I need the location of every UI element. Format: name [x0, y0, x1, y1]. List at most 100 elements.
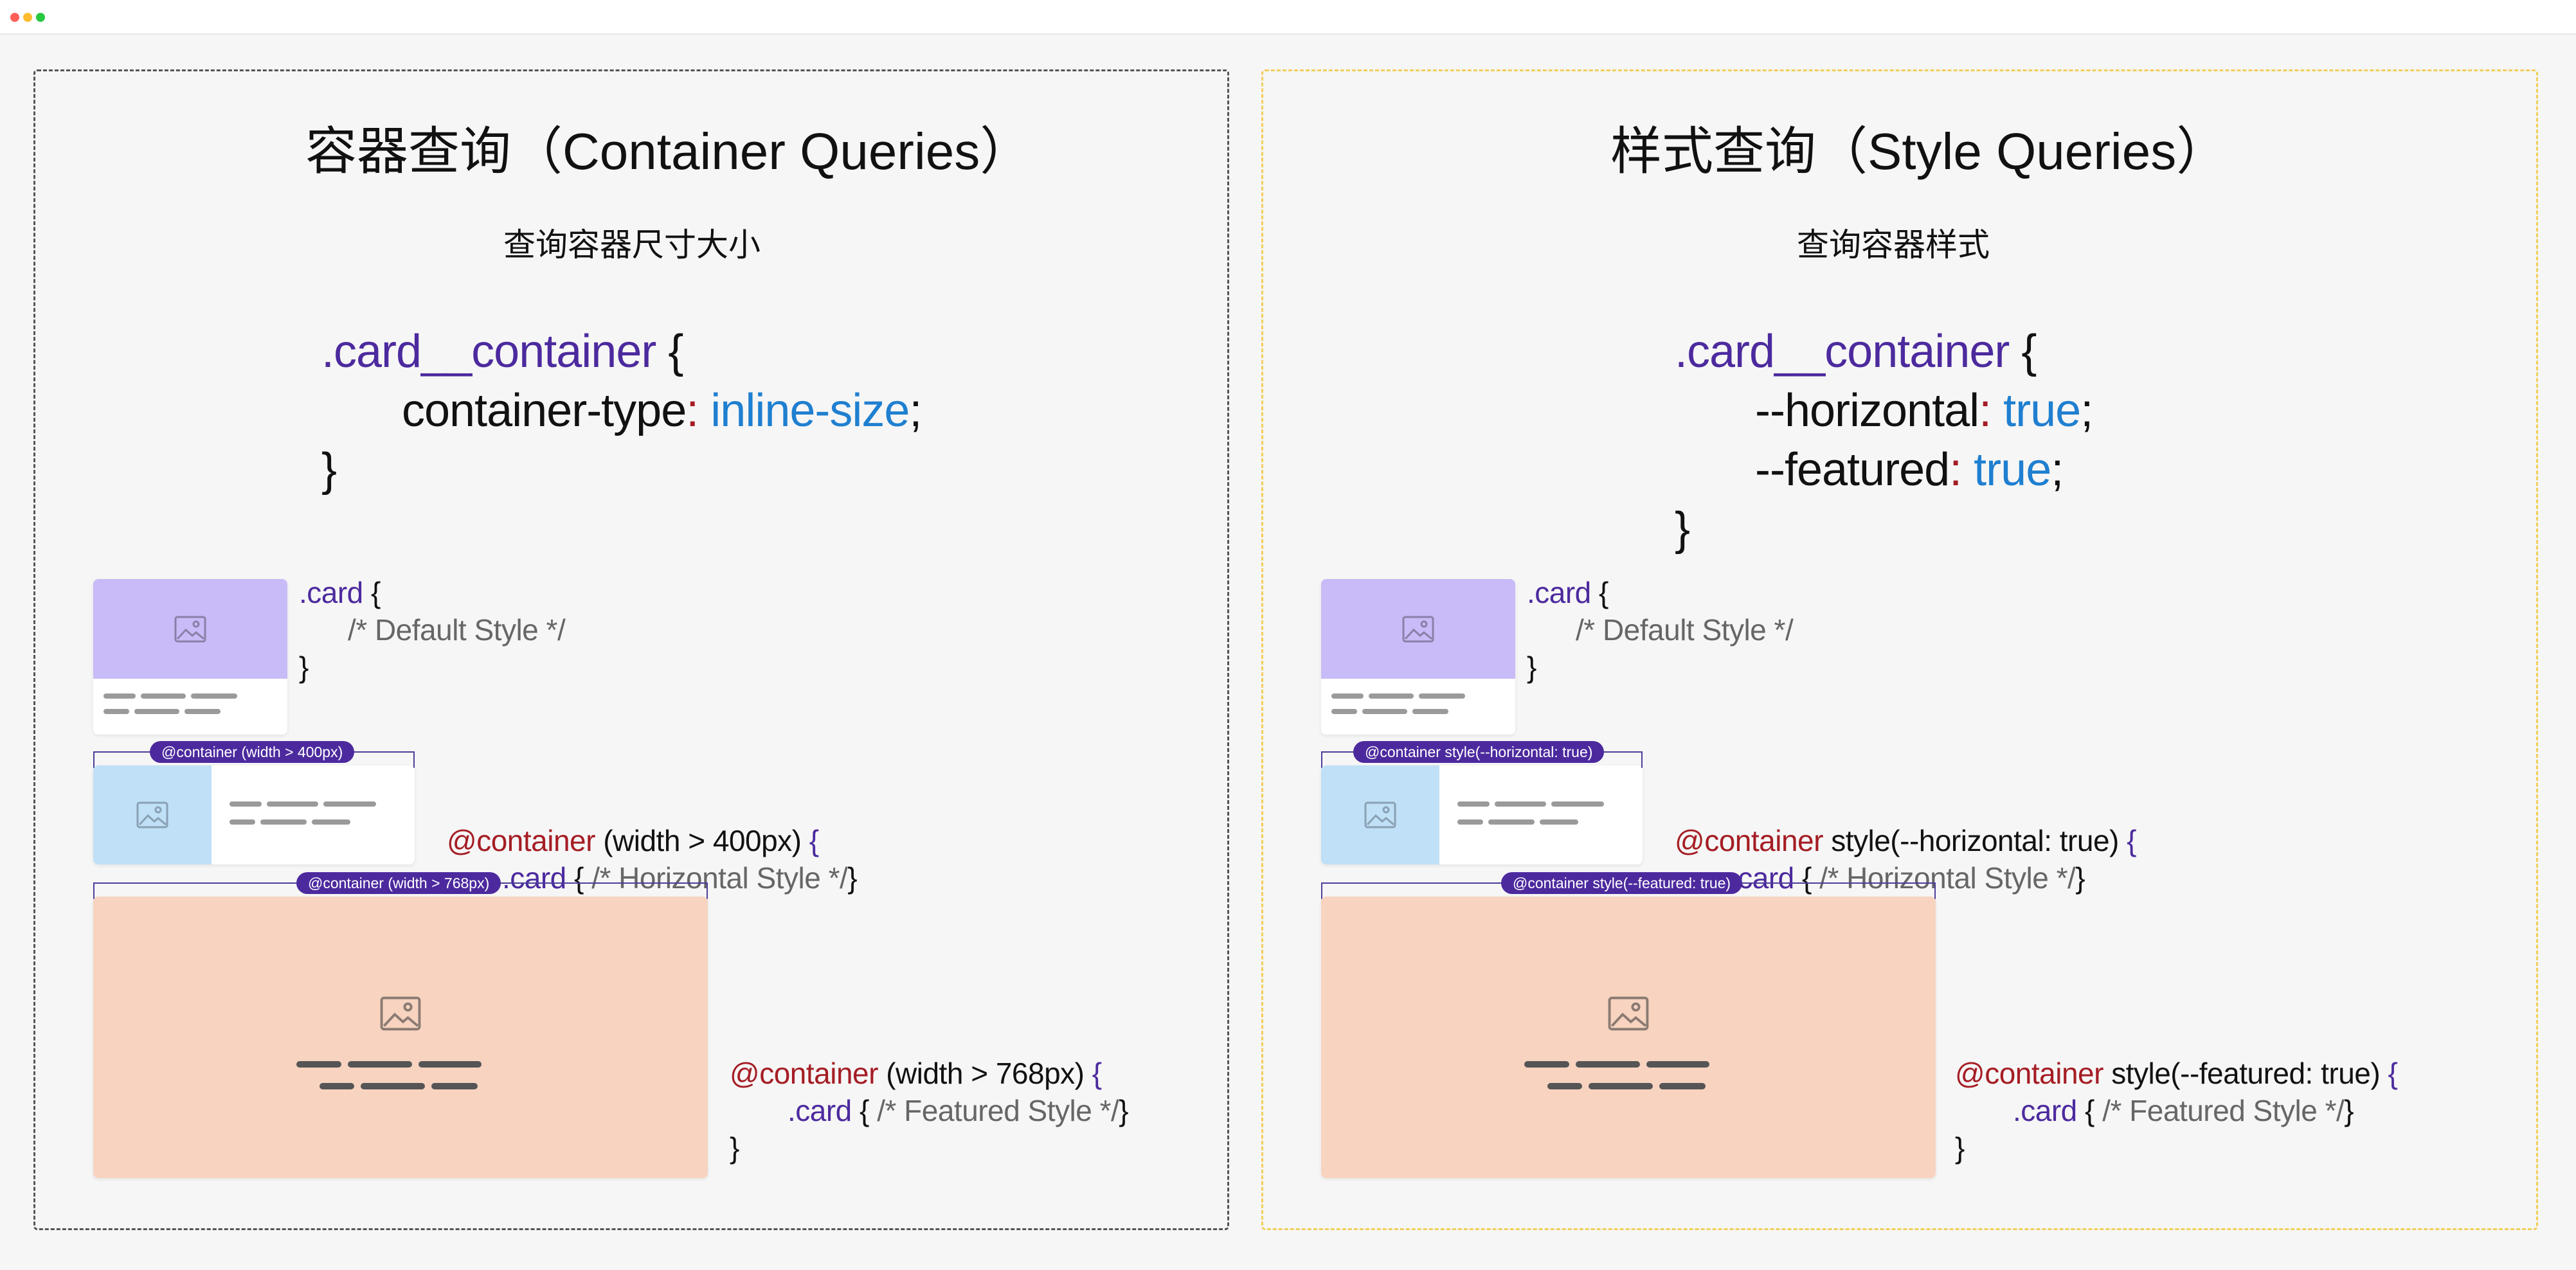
featured-card: [93, 897, 708, 1178]
snippet-selector: .card: [299, 576, 363, 609]
panel-title: 样式查询（Style Queries）: [1610, 123, 2228, 180]
text-line: [1540, 819, 1578, 825]
minimize-dot-icon[interactable]: [23, 13, 32, 22]
text-line: [191, 693, 237, 699]
panel-subtitle: 查询容器尺寸大小: [503, 227, 761, 263]
text-line: [1488, 819, 1535, 825]
snippet-comment: /* Horizontal Style */: [591, 861, 848, 895]
snippet-comment: /* Featured Style */: [877, 1094, 1119, 1127]
snippet-comment: /* Horizontal Style */: [1819, 861, 2076, 895]
snippet-selector: .card: [788, 1094, 852, 1127]
image-icon: [174, 616, 206, 642]
text-line: [230, 819, 255, 825]
default-style-snippet: .card { /* Default Style */ }: [1527, 574, 1794, 686]
text-line: [1576, 1061, 1640, 1068]
card-image: [93, 765, 212, 864]
horizontal-card: [93, 765, 415, 864]
snippet-comment: /* Featured Style */: [2102, 1094, 2345, 1127]
snippet-at-rule: @container: [1675, 824, 1823, 857]
card-image: [1321, 579, 1515, 679]
code-block: .card__container { container-type: inlin…: [321, 322, 922, 499]
snippet-brace: {: [801, 824, 819, 857]
horizontal-card: [1321, 765, 1643, 864]
image-icon: [380, 996, 421, 1031]
default-card: [93, 579, 287, 735]
text-line: [348, 1061, 412, 1068]
snippet-comment: /* Default Style */: [1576, 613, 1794, 647]
text-line: [104, 709, 129, 714]
text-line: [1659, 1083, 1706, 1089]
text-line: [312, 819, 350, 825]
snippet-close-inline: }: [2344, 1094, 2354, 1127]
container-style-horizontal-badge: @container style(--horizontal: true): [1353, 741, 1605, 763]
horizontal-style-snippet: @container (width > 400px) { .card { /* …: [447, 822, 858, 934]
text-line: [1331, 693, 1364, 699]
code-semicolon: ;: [2080, 385, 2093, 436]
text-line: [1412, 709, 1448, 714]
maximize-dot-icon[interactable]: [36, 13, 45, 22]
snippet-condition: (width > 400px): [595, 824, 802, 857]
container-style-featured-badge: @container style(--featured: true): [1501, 872, 1743, 894]
image-icon: [1402, 616, 1434, 642]
text-line: [361, 1083, 425, 1089]
snippet-close: }: [299, 650, 309, 684]
snippet-selector: .card: [2013, 1094, 2077, 1127]
text-line: [320, 1083, 354, 1089]
code-open-brace: {: [656, 326, 683, 377]
snippet-close-inline: }: [1119, 1094, 1129, 1127]
snippet-at-rule: @container: [730, 1057, 878, 1090]
snippet-brace: {: [2118, 824, 2137, 857]
close-dot-icon[interactable]: [10, 13, 19, 22]
snippet-close: }: [1527, 650, 1536, 684]
text-line: [1589, 1083, 1653, 1089]
code-value-featured: true: [1961, 444, 2051, 496]
text-line: [104, 693, 136, 699]
code-colon: :: [1979, 385, 1992, 436]
text-line: [267, 801, 318, 807]
text-line: [1524, 1061, 1569, 1068]
text-line: [323, 801, 376, 807]
snippet-close: }: [1955, 1131, 1965, 1165]
image-icon: [136, 801, 168, 828]
snippet-condition: style(--featured: true): [2103, 1057, 2381, 1090]
code-semicolon: ;: [909, 385, 922, 436]
panel-title: 容器查询（Container Queries）: [305, 123, 1032, 180]
text-line: [185, 709, 221, 714]
snippet-close-inline: }: [847, 861, 858, 895]
style-queries-panel: 样式查询（Style Queries） 查询容器样式 .card__contai…: [1261, 69, 2538, 1230]
featured-style-snippet: @container style(--featured: true) { .ca…: [1955, 1055, 2398, 1167]
text-line: [230, 801, 262, 807]
code-colon: :: [1949, 444, 1962, 496]
snippet-selector: .card: [502, 861, 566, 895]
text-line: [141, 693, 186, 699]
code-value-horizontal: true: [1991, 385, 2081, 436]
code-close-brace: }: [321, 444, 337, 496]
snippet-brace: {: [1084, 1057, 1102, 1090]
snippet-open: {: [1590, 576, 1608, 609]
image-icon: [1364, 801, 1396, 828]
snippet-close-inline: }: [2075, 861, 2085, 895]
container-width-400-badge: @container (width > 400px): [150, 741, 355, 763]
featured-card: [1321, 897, 1936, 1178]
snippet-comment: /* Default Style */: [348, 613, 566, 647]
text-line: [134, 709, 179, 714]
text-line: [1547, 1083, 1582, 1089]
default-style-snippet: .card { /* Default Style */ }: [299, 574, 566, 686]
code-property: container-type: [402, 385, 687, 436]
snippet-condition: style(--horizontal: true): [1823, 824, 2119, 857]
panel-subtitle: 查询容器样式: [1797, 227, 1990, 263]
code-block: .card__container { --horizontal: true; -…: [1675, 322, 2093, 559]
text-line: [1362, 709, 1407, 714]
snippet-open: {: [2076, 1094, 2103, 1127]
snippet-open: {: [363, 576, 381, 609]
text-line: [296, 1061, 341, 1068]
text-line: [1369, 693, 1414, 699]
image-icon: [1608, 996, 1649, 1031]
text-line: [1457, 819, 1483, 825]
card-image: [1321, 765, 1439, 864]
snippet-open: {: [851, 1094, 878, 1127]
snippet-close: }: [730, 1131, 739, 1165]
code-selector: .card__container: [321, 326, 656, 377]
text-line: [1646, 1061, 1709, 1068]
container-queries-panel: 容器查询（Container Queries） 查询容器尺寸大小 .card__…: [33, 69, 1229, 1230]
